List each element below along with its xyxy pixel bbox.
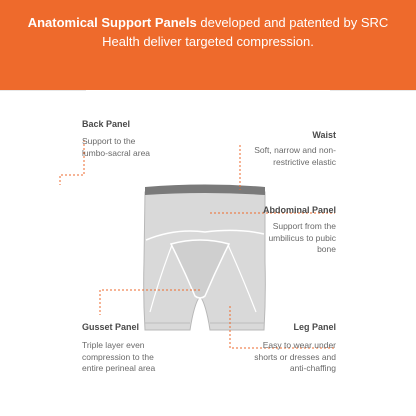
waistband — [145, 184, 265, 195]
leg-panel-title: Leg Panel — [293, 322, 336, 332]
abdominal-panel-desc: Support from the umbilicus to pubic bone — [268, 221, 336, 254]
abdominal-panel-title: Abdominal Panel — [262, 205, 336, 215]
header-banner: Anatomical Support Panels developed and … — [0, 0, 416, 90]
gusset-panel-desc: Triple layer even compression to the ent… — [82, 340, 156, 373]
banner-text: Anatomical Support Panels developed and … — [24, 13, 392, 51]
divider-right — [330, 90, 416, 91]
leg-panel-desc: Easy to wear under shorts or dresses and… — [254, 340, 336, 373]
waist-desc: Soft, narrow and non-restrictive elastic — [254, 145, 336, 167]
gusset-panel-title: Gusset Panel — [82, 322, 140, 332]
back-panel-desc: Support to the lumbo-sacral area — [82, 136, 151, 158]
leg-seam-right — [227, 244, 257, 313]
gusset-panel — [169, 239, 231, 299]
divider-left — [0, 90, 86, 91]
banner-body-text: developed and patented by SRC Health del… — [102, 15, 389, 49]
leader-leg — [229, 306, 335, 349]
leg-seam-left — [149, 244, 173, 313]
leader-gusset — [99, 289, 200, 315]
back-panel-title: Back Panel — [82, 119, 131, 129]
waist-title: Waist — [312, 130, 336, 140]
leader-back-panel — [59, 140, 85, 185]
abdominal-seam — [145, 229, 265, 241]
banner-bold-text: Anatomical Support Panels — [27, 15, 197, 30]
